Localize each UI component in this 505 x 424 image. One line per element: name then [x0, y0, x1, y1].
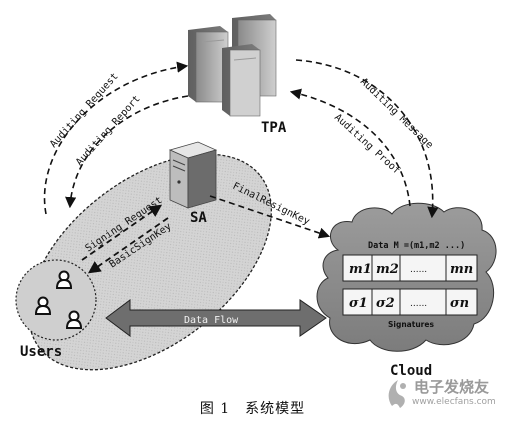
basic-sign-key-arrow [87, 217, 169, 274]
watermark: 电子发烧友 www.elecfans.com [384, 374, 502, 414]
signature-cell: ...... [410, 299, 427, 309]
figure-caption: 图 1 系统模型 [199, 401, 306, 417]
signing-request-arrow [81, 204, 163, 261]
tpa-server-icon [188, 14, 277, 117]
data-cell: m1 [349, 262, 372, 277]
signature-cell: σn [450, 296, 469, 311]
signature-cell: σ1 [349, 296, 368, 311]
users-label: Users [20, 344, 62, 360]
sa-label: SA [190, 210, 207, 226]
signature-blocks-row: σ1 σ2 ...... σn [342, 288, 478, 316]
users-icon [34, 270, 83, 329]
watermark-title: 电子发烧友 [414, 378, 490, 396]
auditing-message-arrow [295, 59, 439, 219]
auditing-proof-arrow [289, 88, 411, 207]
users-circle [15, 259, 97, 341]
data-flow-arrow [105, 299, 327, 337]
sa-server-icon [168, 141, 218, 209]
data-blocks-row: m1 m2 ...... mn [342, 254, 478, 282]
data-cell: ...... [410, 265, 427, 275]
auditing-request-label: Auditing Request [48, 71, 121, 150]
data-cell: m2 [376, 262, 399, 277]
final-resign-key-arrow [209, 195, 331, 239]
watermark-logo-icon [388, 380, 406, 408]
auditing-proof-label: Auditing Proof [332, 112, 402, 177]
auditing-request-arrow [43, 61, 189, 215]
auditing-report-arrow [65, 95, 189, 209]
data-cell: mn [450, 262, 473, 277]
watermark-url: www.elecfans.com [412, 397, 496, 407]
cloud-label: Cloud [390, 363, 432, 379]
data-flow-label: Data Flow [184, 315, 239, 326]
signature-cell: σ2 [376, 296, 395, 311]
cloud-data-label: Data M =(m1,m2 ...) [368, 241, 465, 251]
signatures-label: Signatures [388, 320, 434, 329]
tpa-label: TPA [261, 120, 287, 136]
